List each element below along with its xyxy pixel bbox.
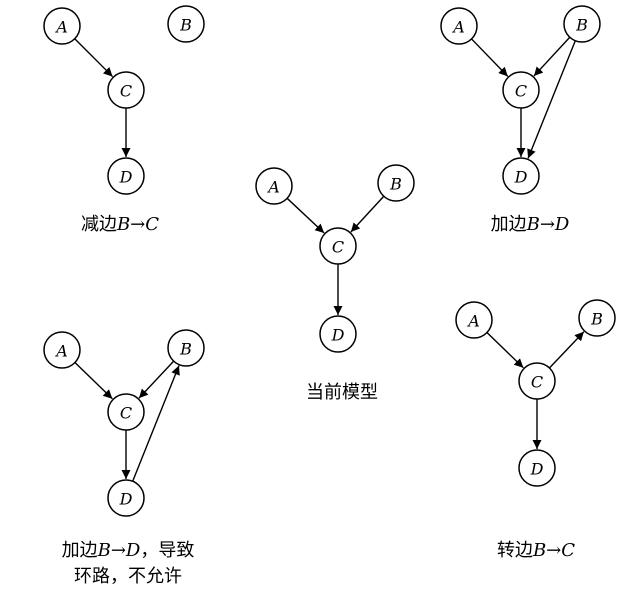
node-label: A: [451, 18, 465, 37]
node-label: D: [331, 326, 345, 345]
node-b: B: [563, 5, 601, 43]
edge-a-to-c: [486, 332, 524, 369]
edge-b-to-c: [533, 36, 571, 77]
node-label: A: [54, 18, 68, 37]
node-label: D: [119, 168, 133, 187]
caption-current-model: 当前模型: [272, 380, 412, 406]
caption-formula: B→D: [97, 540, 141, 561]
node-a: A: [440, 7, 478, 45]
panel-remove-edge: A B C D: [43, 5, 205, 195]
node-circle: [563, 5, 601, 43]
node-circle: [518, 449, 556, 487]
node-a: A: [43, 331, 81, 369]
node-a: A: [455, 301, 493, 339]
caption-add-edge: 加边B→D: [460, 212, 600, 238]
node-circle: [43, 331, 81, 369]
caption-add-edge-cycle: 加边B→D，导致 环路，不允许: [28, 538, 228, 590]
node-label: B: [590, 310, 603, 329]
panel-add-edge: A B C D: [440, 5, 601, 195]
node-b: B: [377, 164, 415, 202]
node-c: C: [107, 71, 145, 109]
node-b: B: [167, 329, 205, 367]
node-circle: [319, 227, 357, 265]
edge-b-to-c: [350, 195, 385, 233]
caption-text: 当前模型: [306, 382, 378, 403]
node-circle: [107, 71, 145, 109]
node-b: B: [167, 5, 205, 43]
node-circle: [440, 7, 478, 45]
panel-add-edge-cycle: A B C D: [43, 329, 205, 517]
node-circle: [107, 157, 145, 195]
caption-remove-edge: 减边B→C: [50, 212, 190, 238]
node-circle: [43, 7, 81, 45]
caption-text: 加边: [490, 214, 527, 235]
panel-current-model: A B C D: [255, 164, 415, 353]
node-c: C: [107, 393, 145, 431]
caption-reverse-edge: 转边B→C: [466, 538, 606, 564]
node-circle: [167, 329, 205, 367]
node-d: D: [502, 157, 540, 195]
node-circle: [502, 71, 540, 109]
node-label: D: [514, 168, 528, 187]
panel-reverse-edge: A B C D: [455, 299, 616, 487]
caption-text: 减边: [80, 214, 117, 235]
node-d: D: [107, 157, 145, 195]
edge-c-to-b: [548, 331, 585, 369]
node-label: C: [120, 404, 132, 423]
edge-a-to-c: [471, 38, 509, 77]
caption-text: 加边: [61, 540, 98, 561]
node-label: B: [179, 340, 192, 359]
node-label: C: [531, 373, 543, 392]
node-circle: [107, 393, 145, 431]
node-c: C: [502, 71, 540, 109]
edge-a-to-c: [74, 38, 114, 78]
caption-text: 转边: [496, 540, 533, 561]
node-circle: [107, 479, 145, 517]
node-label: D: [530, 460, 544, 479]
node-label: A: [466, 312, 480, 331]
node-label: A: [266, 178, 280, 197]
edge-a-to-c: [286, 197, 325, 234]
edge-b-to-d: [527, 40, 576, 159]
node-c: C: [319, 227, 357, 265]
node-label: C: [332, 238, 344, 257]
caption-formula: B→D: [526, 214, 570, 235]
node-circle: [167, 5, 205, 43]
node-circle: [502, 157, 540, 195]
node-d: D: [319, 315, 357, 353]
node-circle: [377, 164, 415, 202]
edge-a-to-c: [74, 362, 113, 400]
node-label: A: [54, 342, 68, 361]
node-label: D: [119, 490, 133, 509]
caption-text-line2: 环路，不允许: [74, 566, 182, 587]
node-label: B: [179, 16, 192, 35]
node-d: D: [107, 479, 145, 517]
node-b: B: [578, 299, 616, 337]
node-label: C: [120, 82, 132, 101]
node-label: B: [575, 16, 588, 35]
node-circle: [455, 301, 493, 339]
node-circle: [578, 299, 616, 337]
node-a: A: [255, 167, 293, 205]
edge-b-to-c: [138, 360, 175, 399]
caption-formula: B→C: [116, 214, 160, 235]
node-d: D: [518, 449, 556, 487]
node-circle: [518, 362, 556, 400]
caption-text-suffix: ，导致: [140, 540, 195, 561]
node-a: A: [43, 7, 81, 45]
node-label: B: [389, 175, 402, 194]
node-c: C: [518, 362, 556, 400]
node-label: C: [515, 82, 527, 101]
edge-d-to-b: [132, 365, 180, 482]
node-circle: [319, 315, 357, 353]
caption-formula: B→C: [532, 540, 576, 561]
node-circle: [255, 167, 293, 205]
